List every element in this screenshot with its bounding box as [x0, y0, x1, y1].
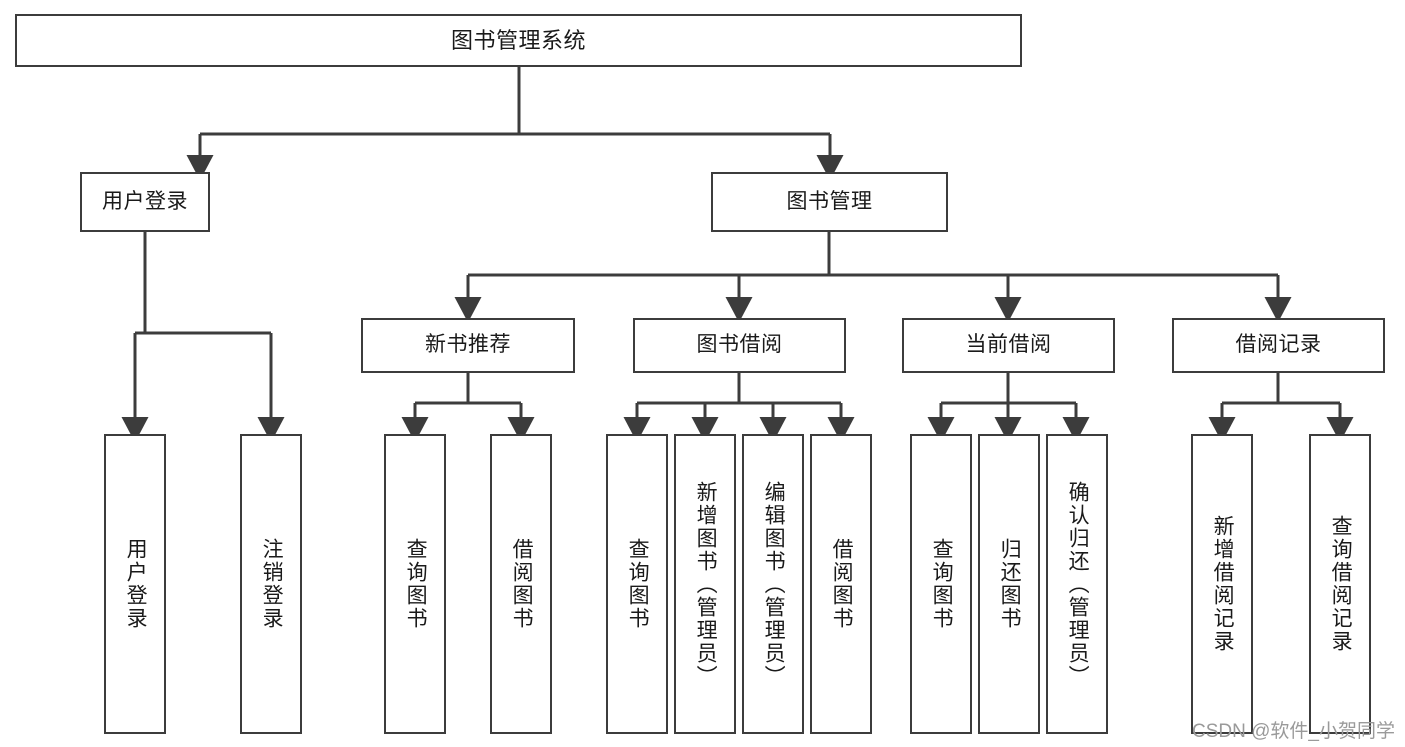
node-label: 查询借阅记录 [1329, 515, 1353, 653]
leaf-query-borrow-record[interactable]: 查询借阅记录 [1309, 434, 1371, 734]
node-label: 借阅图书 [510, 538, 534, 630]
node-label: 借阅记录 [1235, 333, 1322, 357]
leaf-borrow-book-recommend[interactable]: 借阅图书 [490, 434, 552, 734]
node-user-login[interactable]: 用户登录 [80, 172, 210, 232]
leaf-query-book-current[interactable]: 查询图书 [910, 434, 972, 734]
node-new-book-recommend[interactable]: 新书推荐 [361, 318, 575, 373]
node-label: 确认归还（管理员） [1066, 480, 1090, 688]
leaf-user-login[interactable]: 用户登录 [104, 434, 166, 734]
node-label: 借阅图书 [830, 538, 854, 630]
leaf-logout-login[interactable]: 注销登录 [240, 434, 302, 734]
node-label: 新书推荐 [425, 333, 511, 357]
node-label: 图书管理 [786, 189, 873, 213]
leaf-return-book[interactable]: 归还图书 [978, 434, 1040, 734]
node-label: 查询图书 [626, 538, 650, 630]
csdn-watermark: CSDN @软件_小贺同学 [1192, 721, 1395, 742]
node-current-borrow[interactable]: 当前借阅 [902, 318, 1115, 373]
node-borrow-record[interactable]: 借阅记录 [1172, 318, 1385, 373]
node-label: 新增图书（管理员） [694, 480, 718, 688]
leaf-add-borrow-record[interactable]: 新增借阅记录 [1191, 434, 1253, 734]
leaf-confirm-return[interactable]: 确认归还（管理员） [1046, 434, 1108, 734]
leaf-borrow-book[interactable]: 借阅图书 [810, 434, 872, 734]
leaf-add-book[interactable]: 新增图书（管理员） [674, 434, 736, 734]
node-label: 注销登录 [260, 538, 284, 630]
node-label: 查询图书 [404, 538, 428, 630]
node-label: 当前借阅 [965, 333, 1052, 357]
leaf-query-book-borrow[interactable]: 查询图书 [606, 434, 668, 734]
node-label: 图书借阅 [696, 333, 783, 357]
node-label: 用户登录 [124, 538, 148, 630]
node-label: 编辑图书（管理员） [762, 480, 786, 688]
leaf-query-book-recommend[interactable]: 查询图书 [384, 434, 446, 734]
node-label: 图书管理系统 [450, 27, 586, 53]
node-label: 新增借阅记录 [1211, 515, 1235, 653]
leaf-edit-book[interactable]: 编辑图书（管理员） [742, 434, 804, 734]
node-label: 查询图书 [930, 538, 954, 630]
node-root-system[interactable]: 图书管理系统 [15, 14, 1022, 67]
node-book-borrow[interactable]: 图书借阅 [633, 318, 846, 373]
node-book-management[interactable]: 图书管理 [711, 172, 948, 232]
node-label: 归还图书 [998, 538, 1022, 630]
node-label: 用户登录 [102, 189, 188, 213]
